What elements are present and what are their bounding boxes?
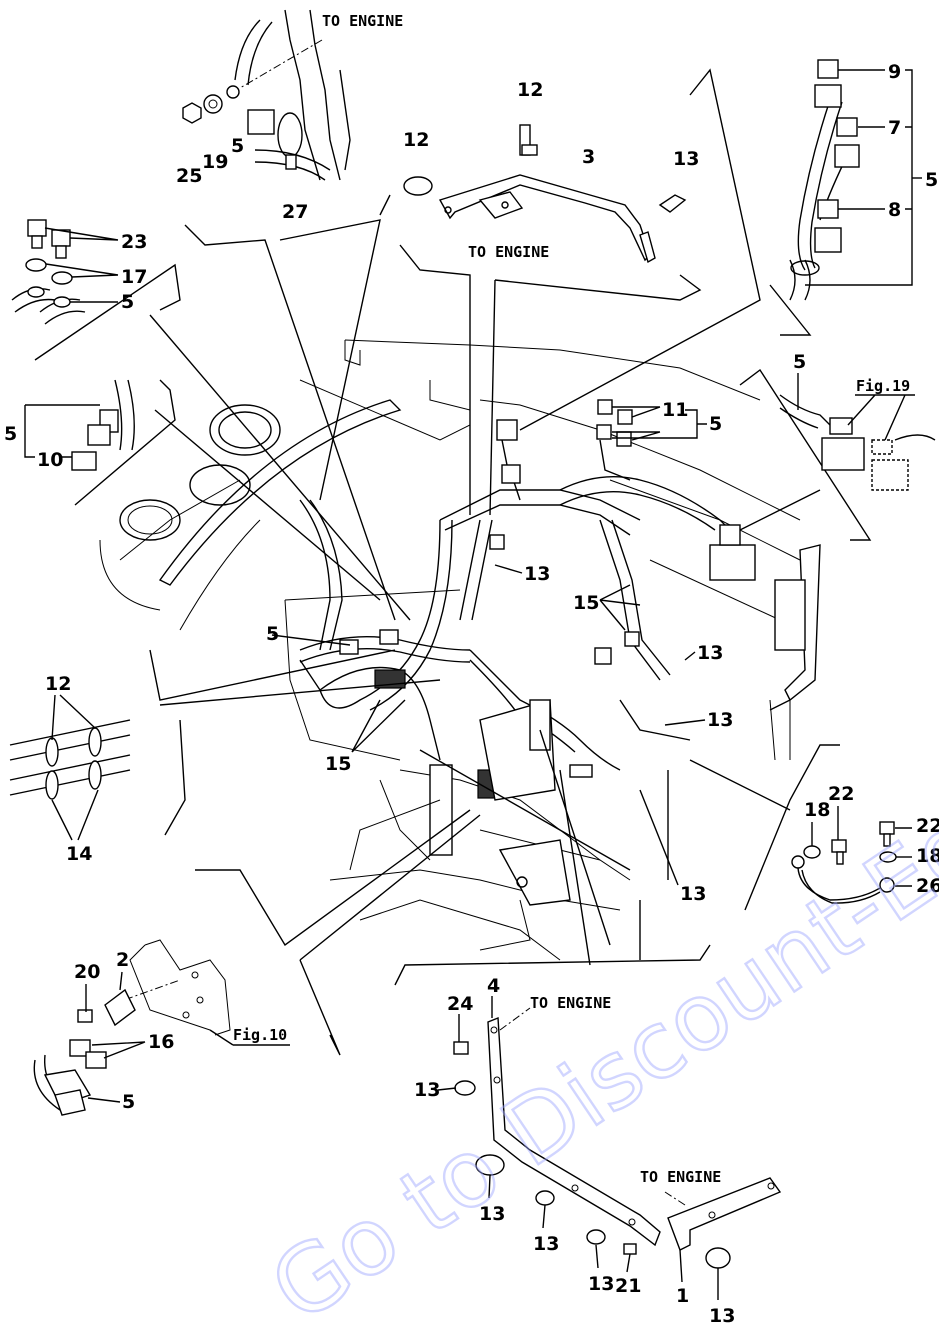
label-7: 7 — [888, 117, 901, 139]
label-5: 5 — [266, 623, 279, 645]
label-5: 5 — [4, 423, 17, 445]
label-5: 5 — [231, 135, 244, 157]
label-13: 13 — [414, 1079, 440, 1101]
note-to-engine: TO ENGINE — [468, 243, 549, 261]
label-13: 13 — [680, 883, 706, 905]
label-4: 4 — [487, 975, 500, 997]
tractor-body-drawing — [99, 339, 821, 961]
harness-connectors — [339, 399, 741, 801]
label-1: 1 — [676, 1285, 689, 1307]
label-13: 13 — [533, 1233, 559, 1255]
label-18: 18 — [804, 799, 830, 821]
label-5: 5 — [122, 1091, 135, 1113]
label-13: 13 — [707, 709, 733, 731]
label-23: 23 — [121, 231, 147, 253]
detail-top-left — [182, 9, 351, 181]
label-19: 19 — [202, 151, 228, 173]
label-15: 15 — [325, 753, 351, 775]
note-fig10: Fig.10 — [233, 1026, 287, 1044]
label-10: 10 — [37, 449, 63, 471]
label-16: 16 — [148, 1031, 174, 1053]
label-20: 20 — [74, 961, 100, 983]
note-to-engine: TO ENGINE — [640, 1168, 721, 1186]
detail-right-relay-fig19 — [779, 394, 936, 491]
label-13: 13 — [697, 642, 723, 664]
label-5: 5 — [709, 413, 722, 435]
note-fig19: Fig.19 — [856, 377, 910, 395]
label-14: 14 — [66, 843, 92, 865]
label-13: 13 — [588, 1273, 614, 1295]
label-13: 13 — [479, 1203, 505, 1225]
label-26: 26 — [916, 875, 939, 897]
label-17: 17 — [121, 266, 147, 288]
label-22: 22 — [828, 783, 854, 805]
label-13: 13 — [524, 563, 550, 585]
label-11: 11 — [662, 399, 688, 421]
label-brackets — [24, 69, 922, 1300]
label-12: 12 — [403, 129, 429, 151]
label-13: 13 — [709, 1305, 735, 1325]
leader-lines — [34, 68, 872, 1056]
note-to-engine: TO ENGINE — [322, 12, 403, 30]
detail-left-clamps — [9, 719, 131, 800]
label-27: 27 — [282, 201, 308, 223]
label-21: 21 — [615, 1275, 641, 1297]
detail-left-connectors — [71, 379, 135, 471]
label-12: 12 — [517, 79, 543, 101]
label-2: 2 — [116, 949, 129, 971]
part-labels: 5 25 19 27 12 12 3 13 9 7 8 5 23 17 5 5 … — [4, 61, 939, 1325]
detail-bracket-3 — [403, 124, 687, 264]
label-15: 15 — [573, 592, 599, 614]
label-5: 5 — [121, 291, 134, 313]
notes: TO ENGINE TO ENGINE TO ENGINE TO ENGINE … — [233, 12, 910, 1186]
label-18: 18 — [916, 845, 939, 867]
note-to-engine: TO ENGINE — [530, 994, 611, 1012]
label-5: 5 — [793, 351, 806, 373]
label-13: 13 — [673, 148, 699, 170]
label-22: 22 — [916, 815, 939, 837]
label-3: 3 — [582, 146, 595, 168]
detail-left-bolts — [11, 219, 86, 325]
label-24: 24 — [447, 993, 473, 1015]
label-9: 9 — [888, 61, 901, 83]
label-25: 25 — [176, 165, 202, 187]
label-5: 5 — [925, 169, 938, 191]
detail-top-right-relays — [789, 59, 860, 301]
label-12: 12 — [45, 673, 71, 695]
detail-bottom-left-bracket — [33, 939, 231, 1116]
label-8: 8 — [888, 199, 901, 221]
